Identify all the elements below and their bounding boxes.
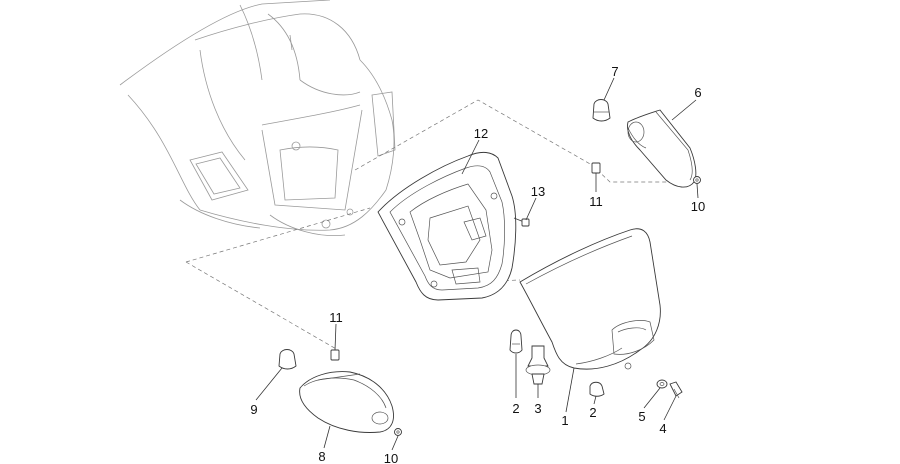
callout-9: 9 xyxy=(250,402,257,417)
callout-labels: 12 13 7 6 11 10 11 9 8 10 2 3 1 2 5 4 xyxy=(250,64,705,464)
part-6-indicator xyxy=(627,109,697,188)
leader-lines xyxy=(255,77,699,451)
part-10-screw-upper xyxy=(693,176,701,184)
part-9-bulb xyxy=(278,349,297,370)
callout-2-right: 2 xyxy=(589,405,596,420)
callout-5: 5 xyxy=(638,409,645,424)
part-2-bulb-right xyxy=(589,381,605,397)
callout-2-left: 2 xyxy=(512,401,519,416)
part-5-washer xyxy=(656,379,668,389)
part-8-indicator xyxy=(299,371,394,433)
callout-13: 13 xyxy=(531,184,545,199)
callout-11-upper: 11 xyxy=(589,194,603,209)
callout-7: 7 xyxy=(611,64,618,79)
part-11-clip-lower xyxy=(330,349,340,361)
callout-6: 6 xyxy=(694,85,701,100)
callout-3: 3 xyxy=(534,401,541,416)
part-10-screw-lower xyxy=(394,428,402,436)
part-13-screw xyxy=(513,217,530,227)
part-2-bulb-left xyxy=(509,329,523,354)
scooter-rear-body xyxy=(119,0,396,236)
part-12-light-housing xyxy=(377,151,517,301)
callout-1: 1 xyxy=(561,413,568,428)
callout-10-upper: 10 xyxy=(691,199,705,214)
part-1-lens xyxy=(519,228,661,370)
callout-4: 4 xyxy=(659,421,666,436)
part-11-clip-upper xyxy=(591,162,601,174)
callout-12: 12 xyxy=(474,126,488,141)
part-4-screw xyxy=(669,381,683,399)
callout-11-lower: 11 xyxy=(329,310,343,325)
part-7-bulb xyxy=(592,99,611,122)
callout-10-lower: 10 xyxy=(384,451,398,464)
callout-8: 8 xyxy=(318,449,325,464)
part-3-bulb-socket xyxy=(525,345,551,385)
